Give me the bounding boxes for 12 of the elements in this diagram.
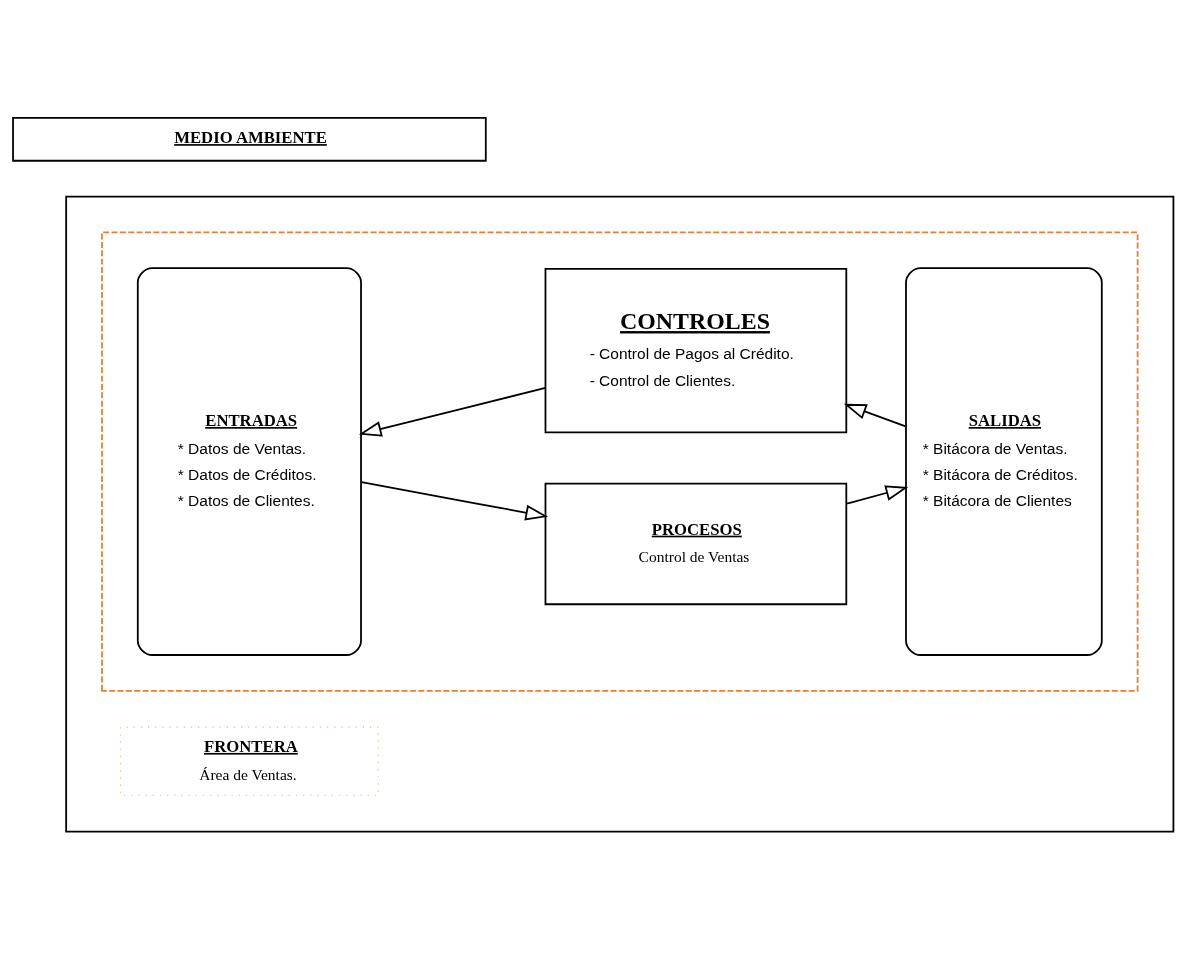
node-box: PROCESOS Control de Ventas: [544, 482, 848, 605]
node-box: ENTRADAS * Datos de Ventas. * Datos de Créditos. * Datos de Clientes.: [136, 266, 362, 656]
node-box: SALIDAS * Bitácora de Ventas. * Bitácora de Créditos. * Bitácora de Clientes: [905, 266, 1103, 656]
arrow: [358, 386, 547, 437]
node-box: FRONTERA Área de Ventas.: [119, 726, 379, 796]
cluster: [101, 231, 1139, 692]
arrow: [360, 480, 549, 520]
cluster: [65, 195, 1175, 833]
arrow: [845, 484, 909, 505]
arrow: [843, 403, 907, 427]
node-box: CONTROLES - Control de Pagos al Crédito. - Control de Clientes.: [544, 267, 848, 433]
node-box: MEDIO AMBIENTE: [12, 116, 487, 162]
